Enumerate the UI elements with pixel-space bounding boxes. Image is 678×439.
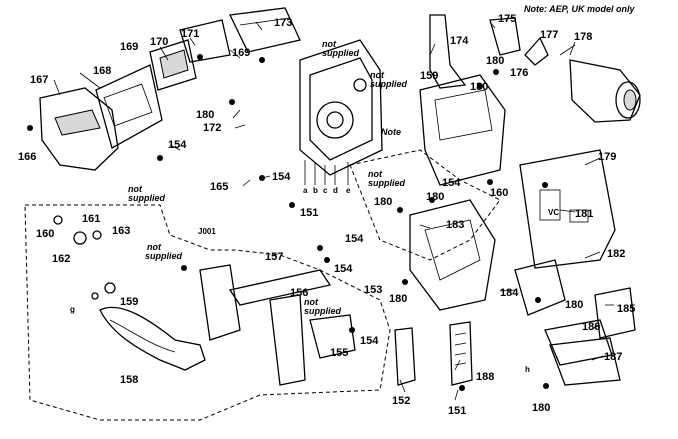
label-154c: 154 bbox=[442, 177, 461, 189]
part-labels: 173 171 170 169 169 168 167 166 180 172 … bbox=[18, 13, 635, 417]
marker-a: a bbox=[303, 186, 308, 195]
label-160b: 160 bbox=[36, 228, 54, 240]
label-182: 182 bbox=[607, 248, 625, 260]
marker-c: c bbox=[323, 186, 328, 195]
label-183: 183 bbox=[446, 219, 464, 231]
note-not-supplied-2: not bbox=[370, 70, 385, 80]
marker-d: d bbox=[333, 186, 338, 195]
label-162: 162 bbox=[52, 253, 70, 265]
note-not-supplied-5b: supplied bbox=[368, 178, 406, 188]
label-180b: 180 bbox=[486, 55, 504, 67]
note-not-supplied-2b: supplied bbox=[370, 79, 408, 89]
label-188: 188 bbox=[476, 371, 494, 383]
label-186: 186 bbox=[582, 321, 600, 333]
label-157: 157 bbox=[265, 251, 283, 263]
note-not-supplied-6b: supplied bbox=[304, 306, 342, 316]
lens-assembly bbox=[559, 44, 641, 123]
label-170: 170 bbox=[150, 36, 168, 48]
label-180g: 180 bbox=[532, 402, 550, 414]
letter-markers: a b c d e g h bbox=[70, 186, 530, 374]
label-154f: 154 bbox=[360, 335, 379, 347]
note-not-supplied-5: not bbox=[368, 169, 383, 179]
label-165: 165 bbox=[210, 181, 228, 193]
label-151a: 151 bbox=[300, 207, 318, 219]
note-not-supplied-1: not bbox=[322, 39, 337, 49]
label-169b: 169 bbox=[232, 47, 250, 59]
label-187: 187 bbox=[604, 351, 622, 363]
note-not-supplied-3b: supplied bbox=[128, 193, 166, 203]
top-right-brackets bbox=[429, 14, 549, 89]
note-not-supplied-3: not bbox=[128, 184, 143, 194]
label-180h: 180 bbox=[389, 293, 407, 305]
label-175: 175 bbox=[498, 13, 516, 25]
label-172: 172 bbox=[203, 122, 221, 134]
label-151b: 151 bbox=[448, 405, 466, 417]
grip-strap bbox=[99, 306, 206, 371]
note-not-supplied-1b: supplied bbox=[322, 48, 360, 58]
label-179: 179 bbox=[598, 151, 616, 163]
label-163: 163 bbox=[112, 225, 130, 237]
lower-frame bbox=[199, 264, 356, 386]
front-panel-assembly bbox=[39, 7, 301, 171]
bottom-center-parts bbox=[394, 321, 473, 386]
mechanism-block bbox=[299, 39, 383, 185]
label-152: 152 bbox=[392, 395, 410, 407]
label-168: 168 bbox=[93, 65, 111, 77]
label-176: 176 bbox=[510, 67, 528, 79]
label-181: 181 bbox=[575, 208, 593, 220]
note-not-supplied-4b: supplied bbox=[145, 251, 183, 261]
label-159b: 159 bbox=[120, 296, 138, 308]
label-180d: 180 bbox=[374, 196, 392, 208]
label-173: 173 bbox=[274, 17, 292, 29]
label-158: 158 bbox=[120, 374, 138, 386]
label-169a: 169 bbox=[120, 41, 138, 53]
label-160: 160 bbox=[490, 187, 508, 199]
label-180a: 180 bbox=[196, 109, 214, 121]
label-177: 177 bbox=[540, 29, 558, 41]
screw-markers bbox=[27, 54, 549, 391]
label-154d: 154 bbox=[345, 233, 364, 245]
label-154b: 154 bbox=[272, 171, 291, 183]
board-marking: VC bbox=[548, 208, 559, 217]
label-161: 161 bbox=[82, 213, 100, 225]
note-not-supplied-4: not bbox=[147, 242, 162, 252]
label-154a: 154 bbox=[168, 139, 187, 151]
label-note-mid: Note bbox=[381, 127, 401, 137]
bottom-right-parts bbox=[514, 259, 636, 386]
label-174: 174 bbox=[450, 35, 469, 47]
label-185: 185 bbox=[617, 303, 635, 315]
note-not-supplied-6: not bbox=[304, 297, 319, 307]
circuit-board: VC bbox=[519, 149, 616, 269]
label-166: 166 bbox=[18, 151, 36, 163]
label-154e: 154 bbox=[334, 263, 353, 275]
label-180e: 180 bbox=[426, 191, 444, 203]
small-parts-left bbox=[53, 215, 116, 300]
center-bracket bbox=[409, 199, 496, 311]
marker-g: g bbox=[70, 305, 75, 314]
label-153: 153 bbox=[364, 284, 382, 296]
marker-e: e bbox=[346, 186, 351, 195]
label-171: 171 bbox=[181, 28, 199, 40]
dashed-region-right bbox=[349, 149, 501, 261]
marker-h: h bbox=[525, 365, 530, 374]
label-167: 167 bbox=[30, 74, 48, 86]
marker-b: b bbox=[313, 186, 318, 195]
label-155: 155 bbox=[330, 347, 348, 359]
region-note: Note: AEP, UK model only bbox=[524, 4, 636, 14]
label-180f: 180 bbox=[565, 299, 583, 311]
label-156: 156 bbox=[290, 287, 308, 299]
label-j001: J001 bbox=[198, 227, 216, 236]
label-159a: 159 bbox=[420, 70, 438, 82]
label-178: 178 bbox=[574, 31, 592, 43]
leader-lines bbox=[53, 21, 614, 401]
label-180c: 180 bbox=[470, 81, 488, 93]
right-frame bbox=[419, 74, 506, 186]
not-supplied-notes: not supplied not supplied not supplied n… bbox=[128, 39, 408, 316]
label-184: 184 bbox=[500, 287, 519, 299]
